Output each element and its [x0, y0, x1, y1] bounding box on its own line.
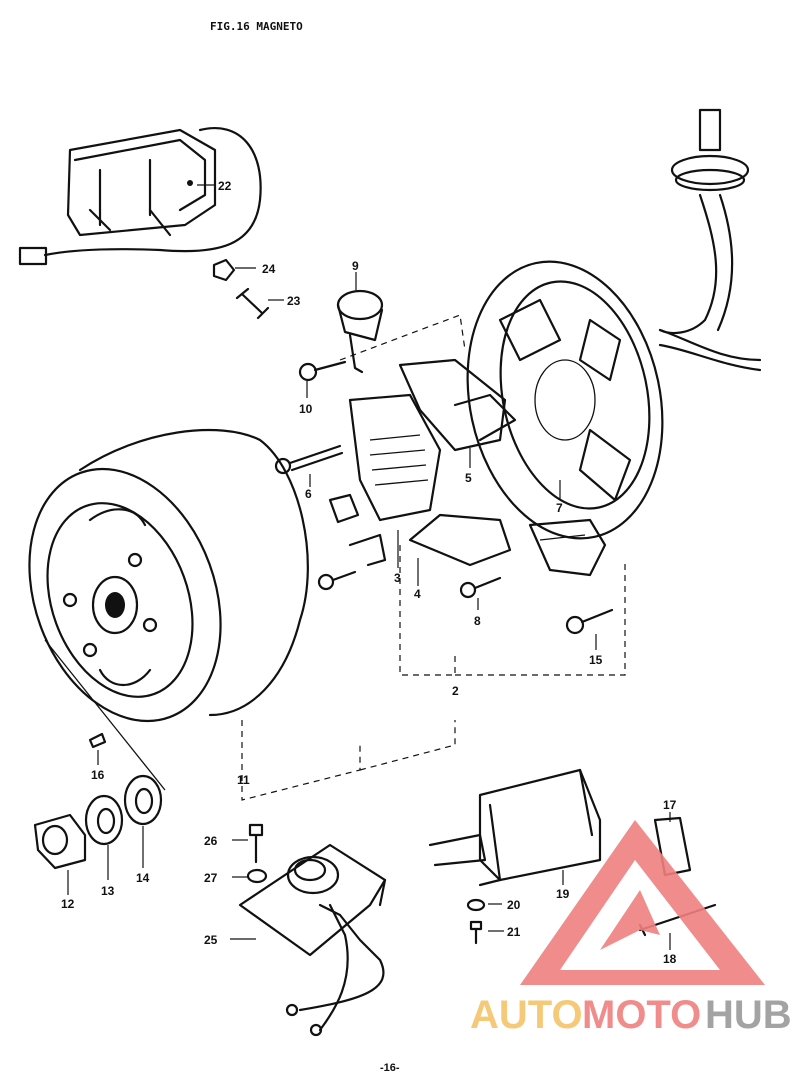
- label-2: 2: [452, 684, 459, 698]
- coil-4: [408, 513, 512, 567]
- label-14: 14: [136, 871, 150, 885]
- washer-20: [466, 898, 486, 912]
- label-18: 18: [663, 952, 677, 966]
- label-6: 6: [305, 487, 312, 501]
- screw-6: [274, 444, 344, 475]
- leader-lines: [67, 184, 671, 950]
- label-13: 13: [101, 884, 115, 898]
- label-22: 22: [218, 179, 232, 193]
- logo-text-auto: AUTO: [470, 993, 583, 1037]
- flywheel-rotor-11: [28, 428, 309, 791]
- label-8: 8: [474, 614, 481, 628]
- flywheel-assembly-outline: [241, 720, 456, 801]
- bolt-26: [248, 823, 264, 864]
- label-9: 9: [352, 259, 359, 273]
- nut-12: [33, 813, 87, 870]
- label-11: 11: [237, 773, 250, 787]
- stator-assembly-outline: [339, 314, 626, 676]
- stator-base-plate: [466, 260, 664, 540]
- cam-felt: [328, 493, 387, 567]
- contact-breaker-7: [528, 518, 607, 577]
- coil-3-lighting: [348, 393, 442, 522]
- label-25: 25: [204, 933, 218, 947]
- high-tension-coil-19: [428, 768, 602, 887]
- label-23: 23: [287, 294, 301, 308]
- rectifier-25: [238, 843, 387, 1037]
- key-16: [88, 732, 107, 749]
- screw-10: [298, 360, 347, 382]
- label-26: 26: [204, 834, 218, 848]
- condenser-9: [336, 289, 384, 374]
- label-12: 12: [61, 897, 75, 911]
- label-21: 21: [507, 925, 521, 939]
- logo-text-hub: HUB: [705, 993, 792, 1037]
- washer-14: [123, 774, 163, 826]
- label-27: 27: [204, 871, 218, 885]
- label-16: 16: [91, 768, 105, 782]
- logo-text-moto: MOTO: [582, 993, 701, 1037]
- magneto-lead-wire: [658, 108, 762, 372]
- page-number: -16-: [380, 1062, 400, 1074]
- screw-21: [469, 920, 483, 945]
- screw-8: [459, 576, 502, 599]
- label-24: 24: [262, 262, 276, 276]
- part-labels: 22 24 23 9 10 6 3 4 5 7 8 15 2 11 16 12 …: [61, 179, 677, 966]
- washer-27: [246, 868, 268, 884]
- label-3: 3: [394, 571, 401, 585]
- label-4: 4: [414, 587, 421, 601]
- label-5: 5: [465, 471, 472, 485]
- ignition-coil-22: [18, 127, 262, 266]
- automotohub-logo: AUTO MOTO HUB: [470, 820, 792, 1037]
- screw-15: [565, 608, 614, 635]
- logo-triangle: [520, 820, 765, 985]
- label-19: 19: [556, 887, 570, 901]
- label-20: 20: [507, 898, 521, 912]
- nut-24: [212, 258, 236, 282]
- label-10: 10: [299, 402, 313, 416]
- screw-lower-left: [317, 570, 357, 591]
- label-15: 15: [589, 653, 603, 667]
- label-7: 7: [556, 501, 563, 515]
- label-17: 17: [663, 798, 677, 812]
- figure-title: FIG.16 MAGNETO: [210, 20, 303, 33]
- coil-5-ignition: [398, 358, 517, 452]
- bolt-23: [235, 287, 270, 320]
- lock-washer-13: [84, 794, 124, 846]
